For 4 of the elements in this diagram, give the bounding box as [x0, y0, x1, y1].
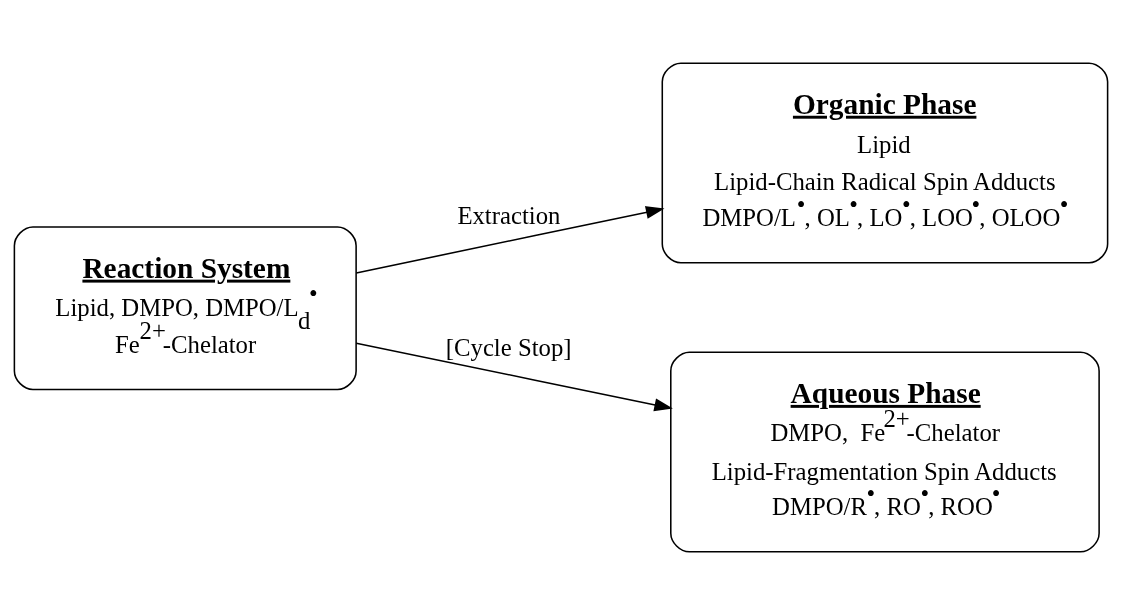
- arrow: [355, 206, 665, 274]
- edge-label: [Cycle Stop]: [445, 333, 572, 361]
- arrow: [355, 342, 673, 412]
- edge-label: Extraction: [457, 202, 561, 230]
